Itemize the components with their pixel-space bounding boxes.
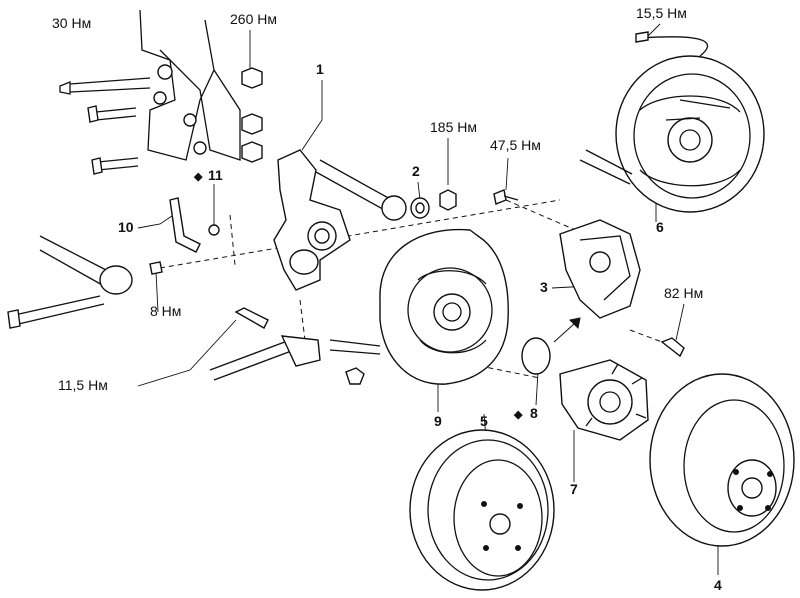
assembly-lines [159,199,671,379]
lower-arm [7,235,133,329]
callout-4: 4 [714,577,722,593]
o-ring [521,317,581,375]
torque-label-8: 8 Нм [150,303,181,319]
mounting-bracket [59,9,263,175]
callout-3: 3 [540,279,548,295]
callout-9: 9 [434,413,442,429]
brake-disc [649,373,795,547]
washer-nut [410,189,519,219]
callout-6: 6 [656,219,664,235]
torque-label-82: 82 Нм [664,285,703,301]
torque-label-47-5: 47,5 Нм [490,137,541,153]
callout-8: 8 [530,405,538,421]
callout-1: 1 [316,61,324,77]
callout-5: 5 [480,413,488,429]
diamond-marker-11: ◆ [193,171,203,183]
wheel-hub [559,359,649,441]
callout-7: 7 [570,481,578,497]
torque-label-30: 30 Нм [52,15,91,31]
torque-label-185: 185 Нм [430,119,477,135]
torque-label-15-5: 15,5 Нм [636,5,687,21]
brake-drum [409,429,555,591]
diamond-marker-8: ◆ [513,409,523,421]
lower-link [149,261,321,381]
torque-label-11-5: 11,5 Нм [58,377,108,393]
parking-brake-assembly [579,31,765,213]
steering-knuckle [273,149,407,291]
brake-caliper [559,219,685,358]
backing-plate [329,228,509,385]
callout-11: 11 [208,167,223,183]
callout-10: 10 [118,219,134,235]
abs-sensor [169,197,220,253]
callout-2: 2 [412,163,420,179]
torque-label-260: 260 Нм [230,11,277,27]
